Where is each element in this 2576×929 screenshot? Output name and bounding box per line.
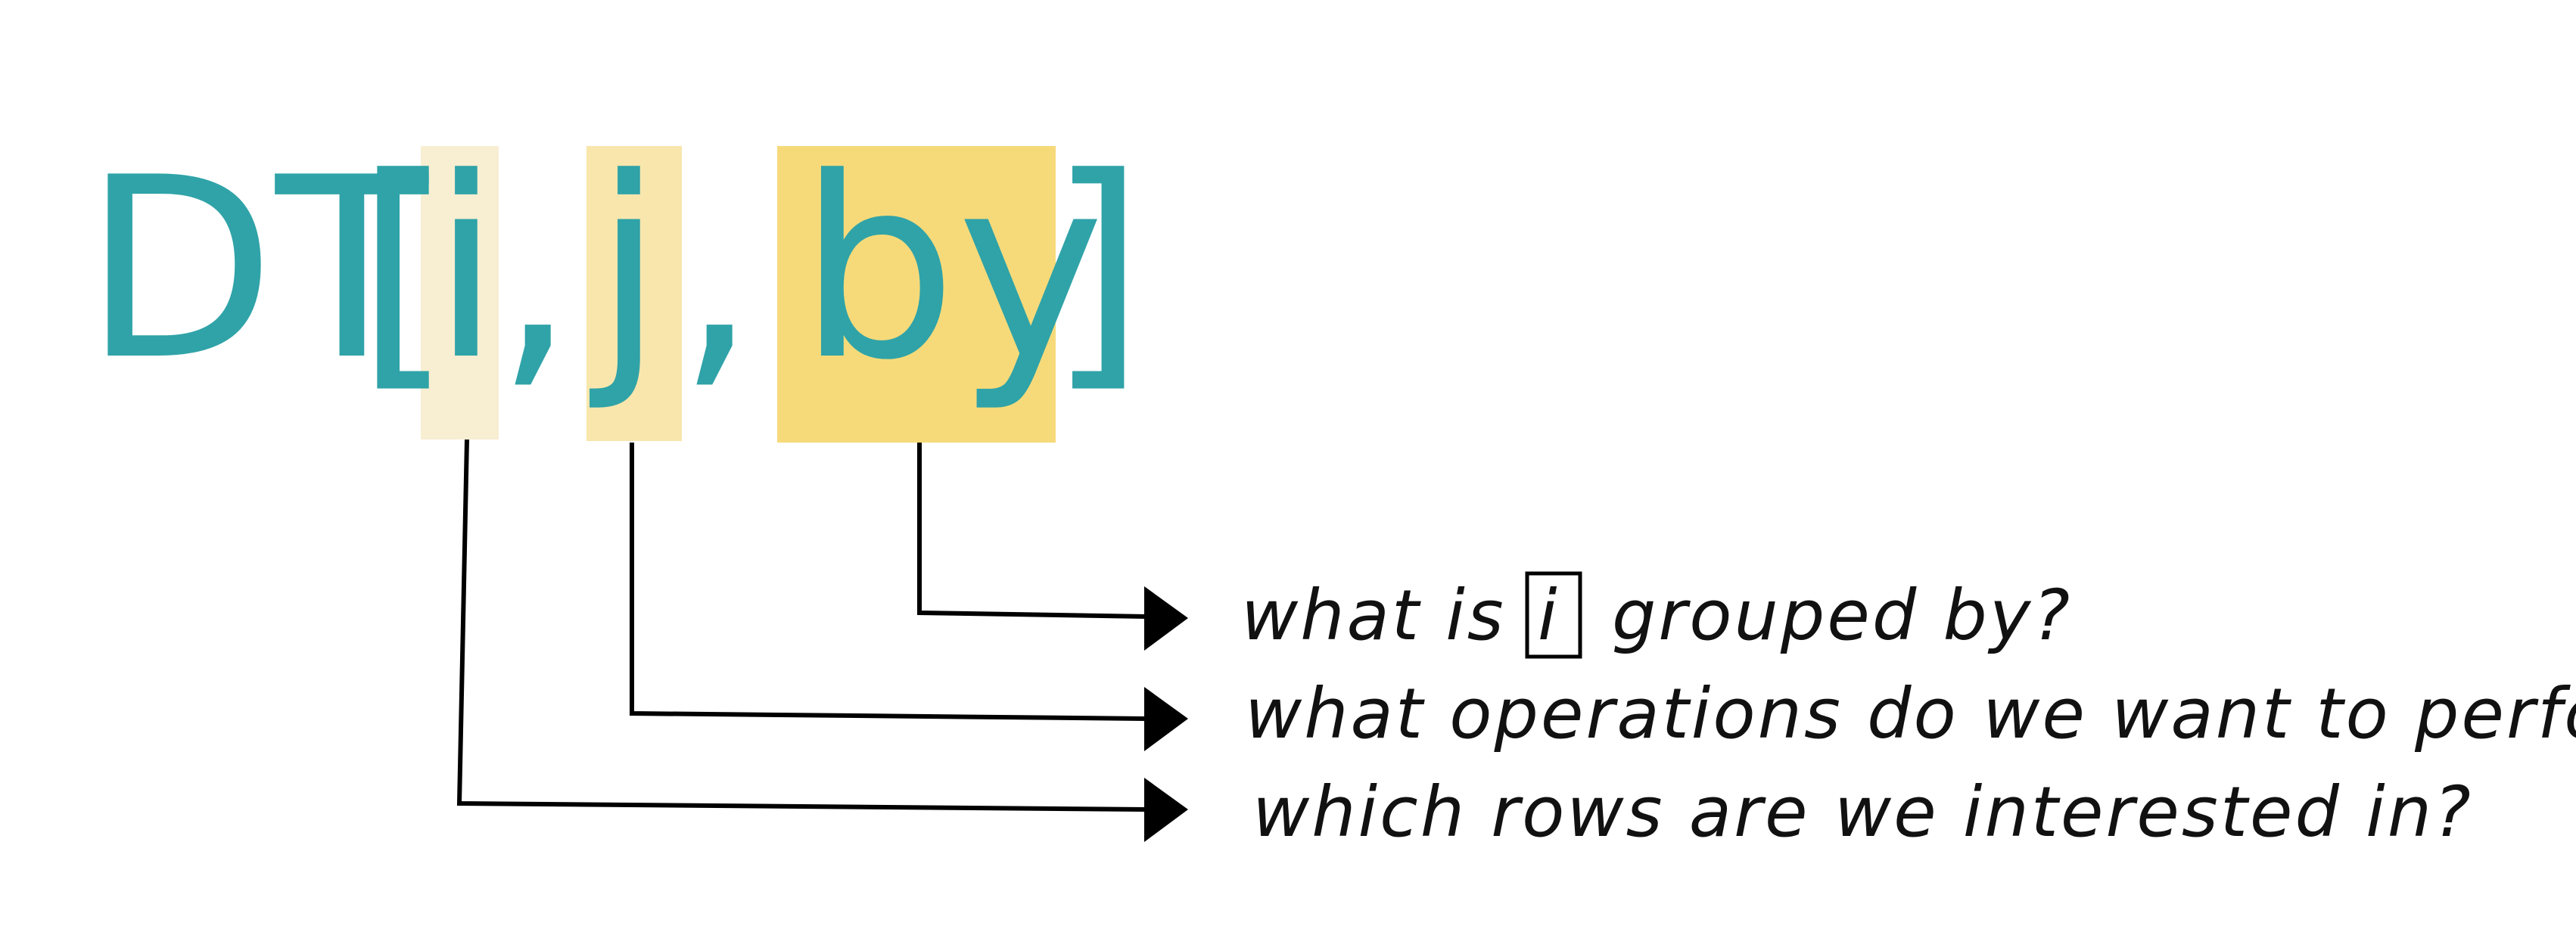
annotation-by-boxed: i (1538, 575, 1560, 656)
highlight-by (777, 146, 1056, 443)
arrowhead-by (1144, 586, 1188, 651)
connector-by (917, 443, 1147, 619)
separator-2: , (677, 124, 757, 415)
arrowhead-j (1144, 687, 1188, 751)
connector-j (630, 443, 1147, 721)
open-bracket: [ (356, 124, 453, 415)
close-bracket: ] (1048, 124, 1146, 415)
arrowhead-i (1144, 778, 1188, 842)
dt-object: DT (83, 124, 431, 415)
arg-j: j (586, 124, 664, 415)
connector-i (456, 439, 1147, 812)
annotation-by-after: grouped by? (1612, 575, 2072, 656)
separator-1: , (496, 124, 575, 415)
annotation-i: which rows are we interested in? (1252, 772, 2473, 853)
highlight-i (421, 146, 499, 440)
annotation-by-before: what is (1241, 575, 1506, 656)
highlight-j (586, 146, 682, 441)
boxed-i-frame (1525, 571, 1582, 659)
arg-i: i (431, 124, 501, 415)
annotation-j: what operations do we want to perform? (1245, 673, 2576, 754)
arg-by: by (798, 124, 1105, 415)
